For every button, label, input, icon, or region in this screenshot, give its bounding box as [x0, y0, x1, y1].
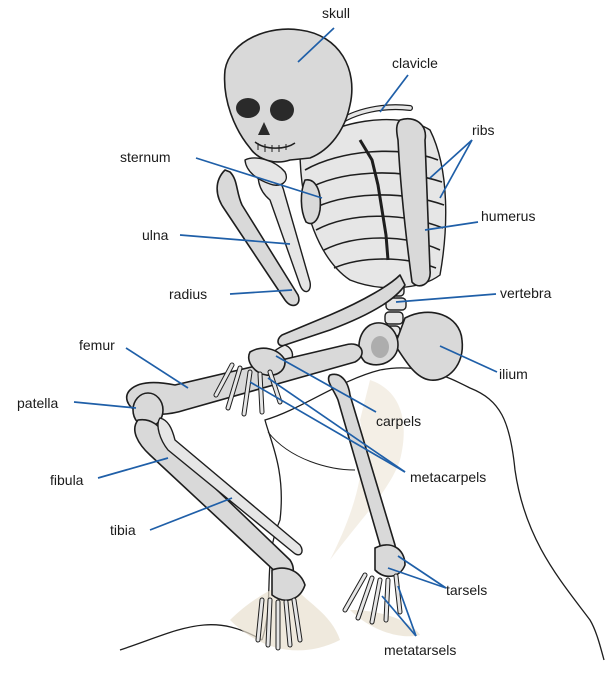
label-ilium: ilium	[499, 366, 528, 382]
label-carpels: carpels	[376, 413, 421, 429]
label-tarsels: tarsels	[446, 582, 487, 598]
skull-bone	[225, 29, 352, 162]
label-skull: skull	[322, 5, 350, 21]
tibia-bone	[135, 420, 293, 578]
vertebra-leader	[396, 294, 496, 302]
sternum-bone	[301, 180, 320, 224]
label-metacarpels: metacarpels	[410, 469, 486, 485]
pelvis	[359, 312, 462, 380]
ribs-leader-2	[440, 140, 472, 198]
label-patella: patella	[17, 395, 58, 411]
label-ulna: ulna	[142, 227, 169, 243]
label-vertebra: vertebra	[500, 285, 552, 301]
label-radius: radius	[169, 286, 207, 302]
label-sternum: sternum	[120, 149, 171, 165]
ulna-leader	[180, 235, 290, 244]
label-humerus: humerus	[481, 208, 535, 224]
patella-leader	[74, 402, 136, 408]
label-ribs: ribs	[472, 122, 495, 138]
tarsels-leader-1	[398, 556, 446, 588]
label-metatarsels: metatarsels	[384, 642, 456, 658]
label-fibula: fibula	[50, 472, 84, 488]
label-femur: femur	[79, 337, 115, 353]
label-clavicle: clavicle	[392, 55, 438, 71]
fibula-leader	[98, 458, 168, 478]
label-tibia: tibia	[110, 522, 136, 538]
